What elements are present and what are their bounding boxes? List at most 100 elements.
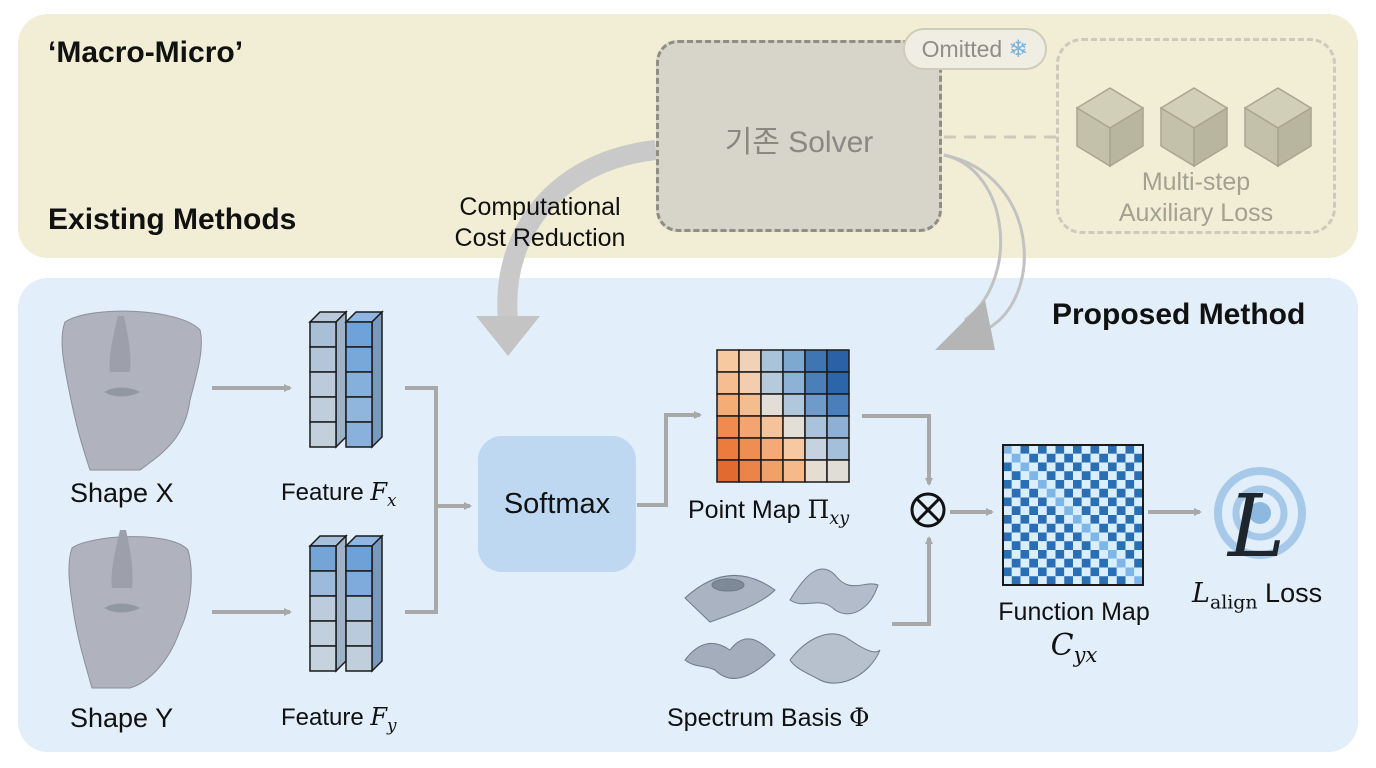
function-map-cell xyxy=(1011,445,1021,454)
function-map-cell xyxy=(1125,515,1135,524)
function-map-cell xyxy=(1108,550,1117,559)
function-map-cell xyxy=(1090,445,1100,454)
function-map-cell xyxy=(1073,576,1082,585)
function-map-cell xyxy=(1108,515,1117,524)
feature-x-text: Feature xyxy=(281,479,371,506)
function-map-cell xyxy=(1134,532,1143,542)
function-map-cell xyxy=(1020,453,1030,463)
function-map-cell xyxy=(1064,532,1073,542)
cost-reduction-arrow xyxy=(497,140,658,321)
function-map-cell xyxy=(1038,541,1047,550)
feature-cell xyxy=(345,620,373,647)
function-map-cell xyxy=(1038,488,1047,498)
snowflake-icon: ❄ xyxy=(1008,35,1029,63)
function-map-cell xyxy=(1046,480,1056,489)
feature-bracket xyxy=(405,386,438,614)
function-map-border xyxy=(1002,444,1144,586)
function-map-cell xyxy=(1038,453,1047,463)
point-map-cell xyxy=(760,437,784,461)
loss-subscript: align xyxy=(1209,591,1258,614)
point-map-cell xyxy=(804,371,828,395)
cost-label-line1: Computational xyxy=(459,193,621,221)
function-map-cell xyxy=(1046,576,1056,585)
point-map-cell xyxy=(782,437,806,461)
point-map-cell xyxy=(760,349,784,373)
point-map-cell xyxy=(760,371,784,395)
cost-reduction-arrowhead xyxy=(476,316,540,356)
function-map-cell xyxy=(1099,515,1108,524)
feature-cell xyxy=(309,595,337,622)
aux-label-line1: Multi-step xyxy=(1141,168,1251,196)
function-map-cell xyxy=(1134,471,1143,480)
function-map-cell xyxy=(1099,453,1108,463)
point-map-cell xyxy=(804,437,828,461)
function-map-cell xyxy=(1125,480,1135,489)
function-map-cell xyxy=(1125,471,1135,480)
feature-y-label: Feature Fy xyxy=(281,703,397,735)
function-map-cell xyxy=(1046,506,1056,515)
function-map-symbol: C xyxy=(1050,628,1074,663)
function-map-cell xyxy=(1073,497,1082,507)
aux-label-line2: Auxiliary Loss xyxy=(1118,199,1274,227)
function-map-cell xyxy=(1073,550,1082,559)
point-map-cell xyxy=(826,393,850,417)
function-map-cell xyxy=(1020,506,1030,515)
function-map-cell xyxy=(1134,488,1143,498)
function-map-cell xyxy=(1064,506,1073,515)
spectrum-basis-surfaces xyxy=(684,568,881,684)
function-map-cell xyxy=(1020,497,1030,507)
function-map-cell xyxy=(1055,471,1065,480)
function-map-cell xyxy=(1116,445,1126,454)
function-map-cell xyxy=(1081,523,1091,533)
function-map-cell xyxy=(1003,480,1012,489)
proposed-method-title: Proposed Method xyxy=(1052,298,1306,331)
function-map-matrix xyxy=(1002,444,1144,586)
function-map-cell xyxy=(1029,576,1038,585)
function-map-cell xyxy=(1055,506,1065,515)
function-map-cell xyxy=(1038,576,1047,585)
function-map-cell xyxy=(1099,480,1108,489)
feature-cell xyxy=(345,545,373,572)
function-map-cell xyxy=(1038,532,1047,542)
svg-text:L: L xyxy=(1226,477,1285,577)
function-map-cell xyxy=(1029,497,1038,507)
function-map-cell xyxy=(1020,471,1030,480)
feature-cell xyxy=(345,570,373,597)
function-map-cell xyxy=(1003,558,1012,568)
spectrum-basis-label: Spectrum Basis Φ xyxy=(667,703,870,733)
function-map-cell xyxy=(1073,506,1082,515)
function-map-cell xyxy=(1011,515,1021,524)
function-map-cell xyxy=(1073,567,1082,577)
function-map-cell xyxy=(1020,480,1030,489)
function-map-cell xyxy=(1038,558,1047,568)
function-map-cell xyxy=(1090,480,1100,489)
function-map-cell xyxy=(1090,576,1100,585)
function-map-cell xyxy=(1046,532,1056,542)
point-map-cell xyxy=(760,393,784,417)
function-map-cell xyxy=(1099,497,1108,507)
existing-solver-box xyxy=(656,40,942,232)
function-map-cell xyxy=(1038,480,1047,489)
point-map-cell xyxy=(716,459,740,483)
function-map-cell xyxy=(1081,506,1091,515)
function-map-cell xyxy=(1081,480,1091,489)
feature-cell xyxy=(345,421,373,448)
omitted-badge: Omitted ❄ xyxy=(903,28,1047,70)
function-map-cell xyxy=(1003,567,1012,577)
function-map-cell xyxy=(1116,480,1126,489)
point-map-cell xyxy=(738,415,762,439)
function-map-cell xyxy=(1003,523,1012,533)
function-map-cell xyxy=(1073,488,1082,498)
function-map-cell xyxy=(1099,532,1108,542)
softmax-block: Softmax xyxy=(478,436,636,572)
function-map-cell xyxy=(1081,462,1091,472)
function-map-cell xyxy=(1125,532,1135,542)
function-map-cell xyxy=(1108,558,1117,568)
loss-icon: L xyxy=(1214,467,1306,577)
feature-cell xyxy=(309,396,337,423)
point-map-cell xyxy=(804,349,828,373)
function-map-cell xyxy=(1116,462,1126,472)
function-map-cell xyxy=(1064,497,1073,507)
function-map-cell xyxy=(1125,453,1135,463)
